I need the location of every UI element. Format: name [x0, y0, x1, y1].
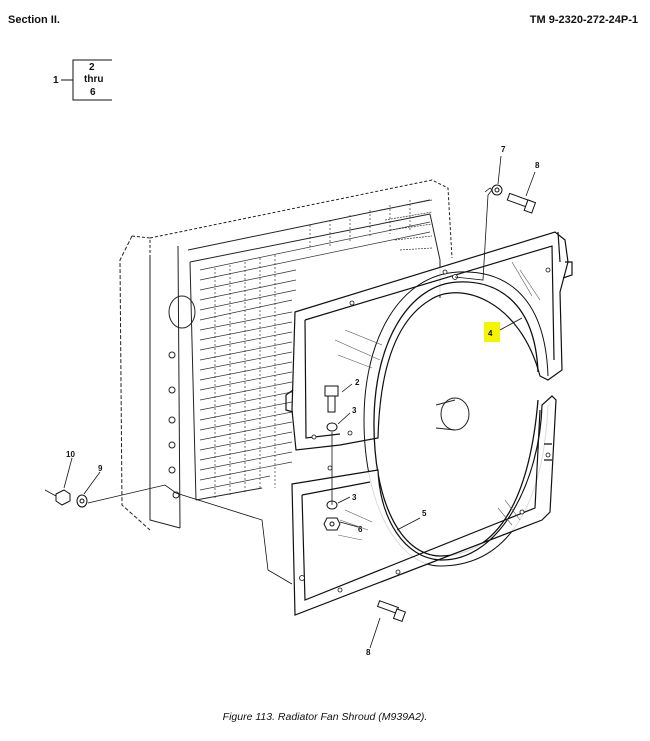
callout-8-bottom: 8 [366, 648, 371, 657]
figure-caption: Figure 113. Radiator Fan Shroud (M939A2)… [222, 711, 428, 723]
tm-number: TM 9-2320-272-24P-1 [529, 14, 638, 26]
radiator-hatch [199, 199, 433, 500]
bracket-ref-label: 1 [53, 75, 59, 86]
bolt-bottom [376, 600, 407, 623]
section-header: Section II. [8, 14, 60, 26]
callout-6: 6 [358, 525, 363, 534]
callout-3-upper: 3 [352, 406, 357, 415]
reference-lines [44, 187, 493, 585]
callout-10: 10 [66, 450, 75, 459]
bolt-upper-left [324, 385, 339, 432]
shroud-bolt-holes [299, 267, 551, 593]
nut-washer-left [55, 489, 88, 508]
bracket-top-label: 2 [89, 62, 95, 73]
lower-shroud [291, 395, 557, 616]
radiator-side-studs [168, 351, 180, 499]
callout-9: 9 [98, 464, 103, 473]
callout-4: 4 [488, 329, 493, 338]
callout-8-top: 8 [535, 161, 540, 170]
shroud-shading [334, 261, 541, 541]
callout-3-lower: 3 [352, 493, 357, 502]
bolt-top-right [491, 184, 537, 214]
callout-5: 5 [422, 509, 427, 518]
callout-2: 2 [355, 378, 360, 387]
upper-shroud [285, 231, 573, 451]
callout-leaders [63, 155, 536, 649]
callout-4-highlight [484, 322, 500, 342]
bolt-lower-middle [323, 500, 341, 531]
index-bracket [61, 59, 112, 101]
shroud-ring [363, 271, 549, 567]
bracket-bottom-label: 6 [90, 87, 96, 98]
bracket-middle-label: thru [84, 74, 104, 85]
callout-7: 7 [501, 145, 506, 154]
